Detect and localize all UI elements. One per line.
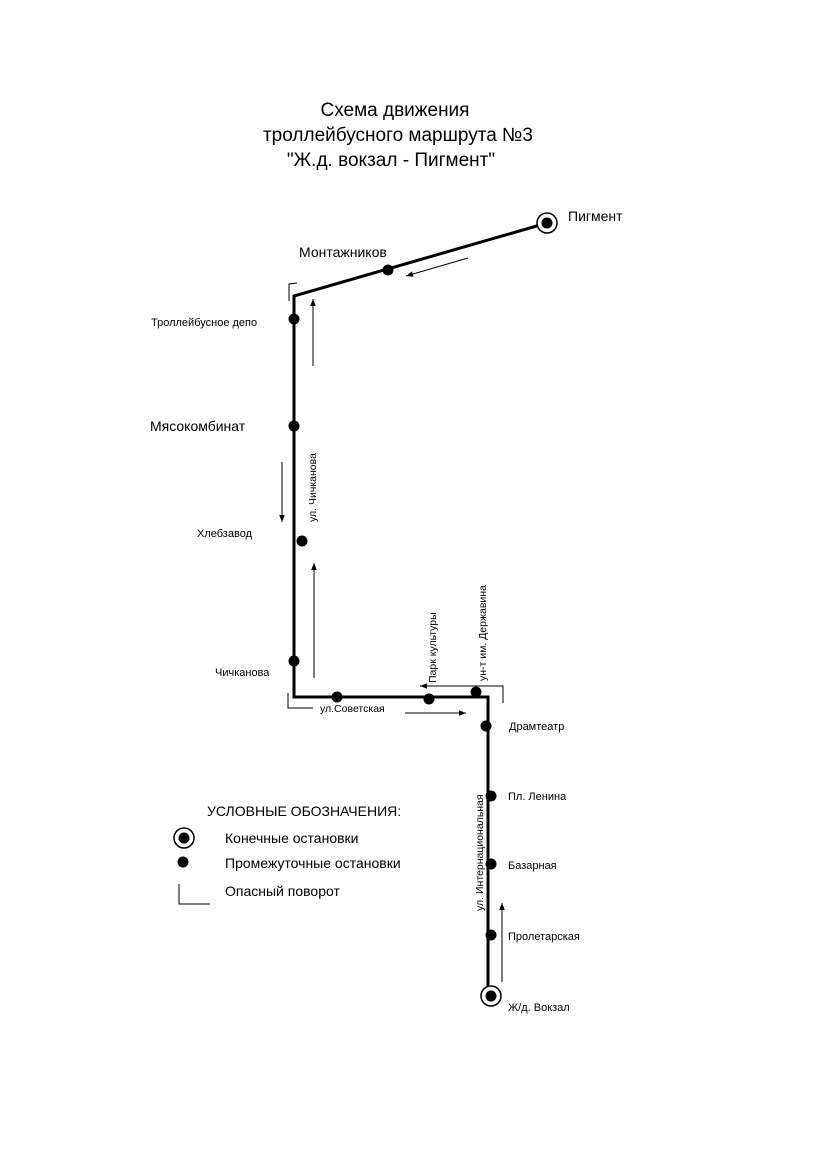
stop-depot <box>288 313 300 325</box>
street-sovetskaya: ул.Советская <box>320 703 385 715</box>
stop-derzhavina <box>470 686 482 698</box>
stop-bazarnaya <box>485 858 497 870</box>
direction-arrow <box>405 257 469 277</box>
stop-dramteatr <box>480 720 492 732</box>
legend: УСЛОВНЫЕ ОБОЗНАЧЕНИЯ: Конечные остановки… <box>173 803 401 905</box>
title-line-2: троллейбусного маршрута №3 <box>263 125 533 146</box>
street-chichkanova: ул. Чичканова <box>307 453 319 522</box>
label-montazhnikov: Монтажников <box>299 244 387 260</box>
street-park: Парк культуры <box>427 612 439 683</box>
terminal-stop-pigment <box>536 212 558 234</box>
terminal-stop-vokzal <box>480 985 502 1007</box>
stop-khlebzavod <box>296 535 308 547</box>
stop-park <box>423 693 435 705</box>
stop-myasokombinat <box>288 420 300 432</box>
legend-terminal-icon <box>173 827 195 849</box>
legend-intermediate-icon <box>177 856 189 868</box>
street-internatsionalnaya: ул. Интернациональная <box>474 794 486 911</box>
stop-pl-lenina <box>485 790 497 802</box>
label-proletarskaya: Пролетарская <box>508 931 580 943</box>
label-khlebzavod: Хлебзавод <box>197 528 253 540</box>
route-line <box>292 221 548 993</box>
label-vokzal: Ж/д. Вокзал <box>508 1002 570 1014</box>
legend-heading: УСЛОВНЫЕ ОБОЗНАЧЕНИЯ: <box>207 803 401 819</box>
danger-turn-marker <box>288 282 298 301</box>
stop-montazhnikov <box>382 264 394 276</box>
danger-turn-marker <box>480 685 504 703</box>
label-pigment: Пигмент <box>568 208 623 224</box>
stop-sovetskaya <box>331 691 343 703</box>
stop-chichkanova <box>288 655 300 667</box>
legend-terminal-label: Конечные остановки <box>225 830 359 846</box>
street-derzhavina: ун-т им. Державина <box>477 585 489 681</box>
title-line-3: "Ж.д. вокзал - Пигмент" <box>287 150 495 171</box>
legend-intermediate-label: Промежуточные остановки <box>225 855 401 871</box>
danger-turn-marker <box>287 693 313 709</box>
stop-proletarskaya <box>485 929 497 941</box>
legend-danger-label: Опасный поворот <box>225 883 340 899</box>
label-pl-lenina: Пл. Ленина <box>508 791 567 803</box>
label-depot: Троллейбусное депо <box>151 317 257 329</box>
label-dramteatr: Драмтеатр <box>509 721 564 733</box>
label-chichkanova: Чичканова <box>215 667 270 679</box>
label-bazarnaya: Базарная <box>508 860 557 872</box>
legend-danger-icon <box>178 884 210 905</box>
label-myasokombinat: Мясокомбинат <box>150 418 246 434</box>
title-line-1: Схема движения <box>321 100 470 121</box>
